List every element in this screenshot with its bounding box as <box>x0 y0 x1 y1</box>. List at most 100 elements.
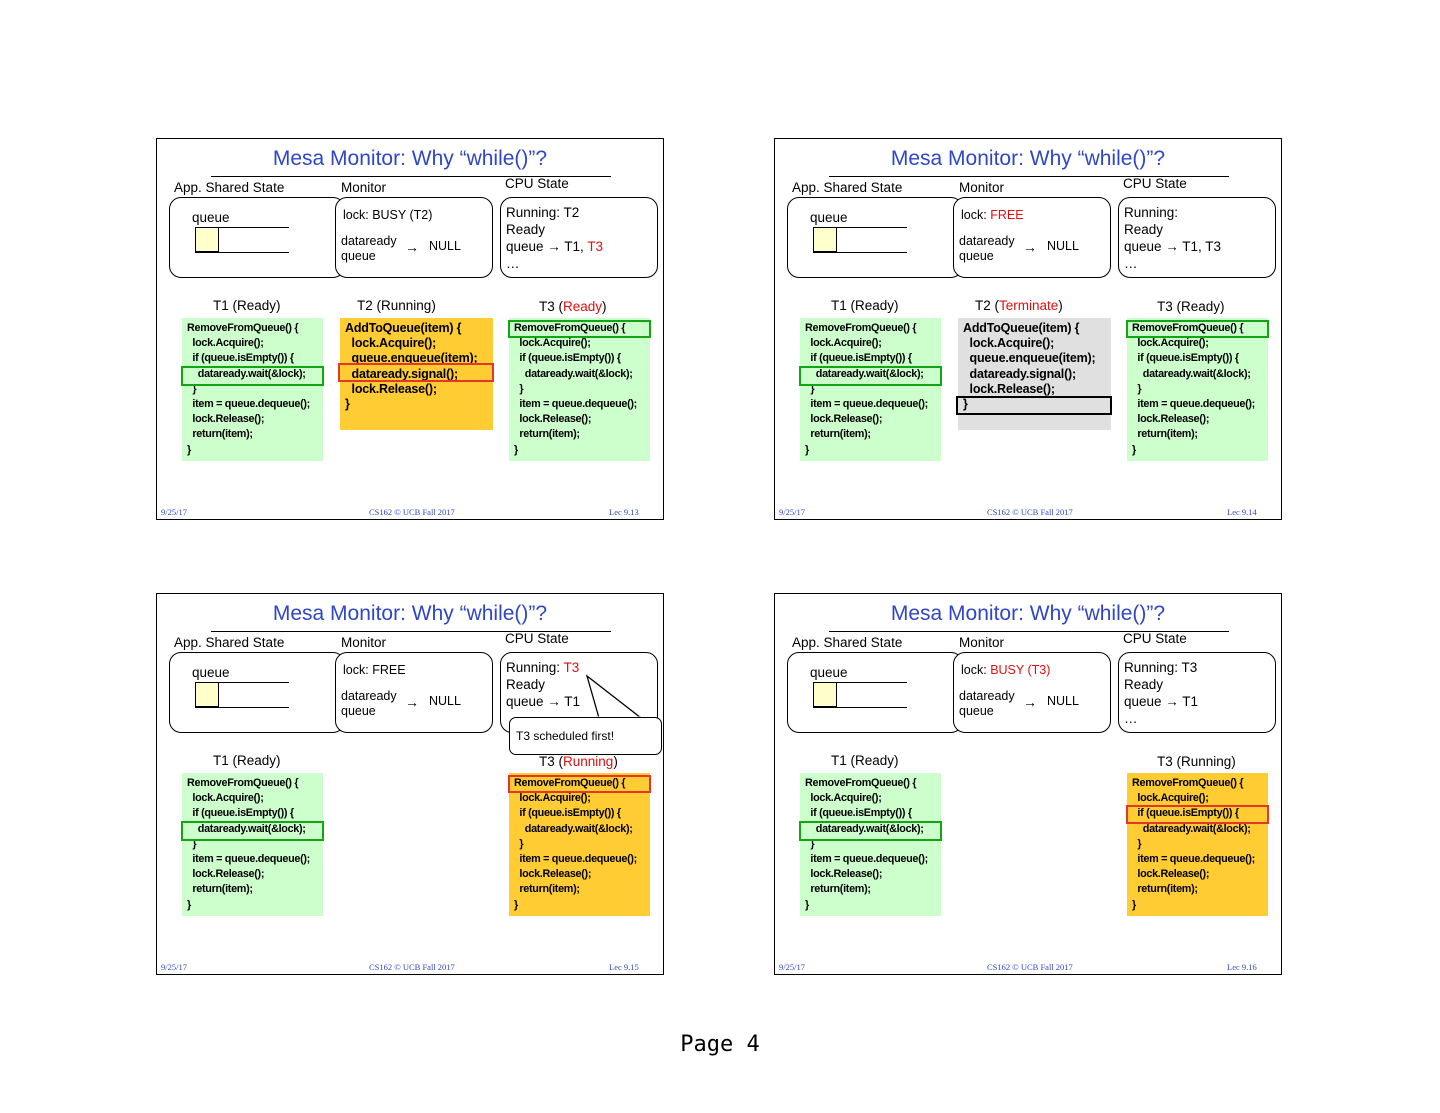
cpu-more: … <box>1124 256 1138 271</box>
lock-status: lock: BUSY (T3) <box>961 663 1050 677</box>
t3-code-block: RemoveFromQueue() { lock.Acquire(); if (… <box>1127 773 1268 916</box>
footer-date: 9/25/17 <box>161 962 187 972</box>
t3-prefix: T3 ( <box>539 299 564 314</box>
null-label: NULL <box>429 694 461 708</box>
shared-state-box: queue <box>169 197 345 278</box>
footer-lecture: Lec 9.16 <box>1227 962 1257 972</box>
lock-prefix: lock: <box>961 208 991 222</box>
t3-state: Running <box>563 754 614 769</box>
t3-prefix: T3 ( <box>539 754 564 769</box>
t3-code-block: RemoveFromQueue() { lock.Acquire(); if (… <box>509 773 650 916</box>
t3-label: T3 (Ready) <box>539 299 607 314</box>
queue-bottom-line <box>813 252 907 253</box>
shared-state-label: App. Shared State <box>174 180 285 195</box>
slide-title: Mesa Monitor: Why “while()”? <box>890 147 1166 170</box>
t2-prefix: T2 ( <box>975 298 1000 313</box>
cpu-more: … <box>1124 711 1138 726</box>
t3-suffix: ) <box>602 299 607 314</box>
cpu-state-label: CPU State <box>505 631 569 646</box>
dataready-queue-label: dataready queue <box>341 234 397 263</box>
cpu-running-highlight: T3 <box>563 660 580 675</box>
t3-isempty-highlight <box>1126 805 1269 824</box>
t2-state: Running <box>381 298 432 313</box>
t1-label: T1 (Ready) <box>213 753 281 768</box>
footer-lecture: Lec 9.13 <box>609 507 639 517</box>
lock-status: lock: FREE <box>343 663 406 677</box>
t3-label: T3 (Running) <box>539 754 618 769</box>
t3-code-block: RemoveFromQueue() { lock.Acquire(); if (… <box>1127 318 1268 461</box>
cpu-state-label: CPU State <box>505 176 569 191</box>
t1-label: T1 (Ready) <box>213 298 281 313</box>
monitor-label: Monitor <box>959 635 1005 650</box>
t2-end-highlight <box>956 396 1112 415</box>
title-underline <box>829 176 1229 177</box>
shared-state-label: App. Shared State <box>792 635 903 650</box>
footer-course: CS162 © UCB Fall 2017 <box>369 507 455 517</box>
cpu-queue: queue → T1 <box>506 694 581 709</box>
cpu-state-text: Running: T3 Ready queue → T1 … <box>1124 659 1198 727</box>
cpu-state-box: Running: Ready queue → T1, T3 … <box>1118 197 1276 278</box>
null-label: NULL <box>1047 694 1079 708</box>
t1-code-block: RemoveFromQueue() { lock.Acquire(); if (… <box>182 318 323 461</box>
queue-item-cell <box>813 682 837 707</box>
slide-3: Mesa Monitor: Why “while()”? App. Shared… <box>156 593 664 975</box>
monitor-label: Monitor <box>341 180 387 195</box>
arrow-icon: → <box>405 694 419 710</box>
cpu-state-box: Running: T3 Ready queue → T1 … <box>1118 652 1276 733</box>
monitor-label: Monitor <box>959 180 1005 195</box>
lock-status: lock: FREE <box>961 208 1024 222</box>
t1-label: T1 (Ready) <box>831 298 899 313</box>
queue-top-line <box>195 227 289 228</box>
footer-date: 9/25/17 <box>779 962 805 972</box>
queue-top-line <box>813 227 907 228</box>
queue-item-cell <box>195 227 219 252</box>
footer-lecture: Lec 9.14 <box>1227 507 1257 517</box>
queue-label: queue <box>810 210 848 225</box>
t2-code-block: AddToQueue(item) { lock.Acquire(); queue… <box>340 318 493 430</box>
monitor-box: lock: BUSY (T2) dataready queue → NULL <box>335 197 493 278</box>
t1-wait-highlight <box>799 821 942 841</box>
t2-label: T2 (Terminate) <box>975 298 1063 313</box>
queue-item-cell <box>813 227 837 252</box>
cpu-queue: queue → T1 <box>1124 694 1199 709</box>
lock-value: BUSY (T2) <box>372 208 433 222</box>
monitor-label: Monitor <box>341 635 387 650</box>
t2-label: T2 (Running) <box>357 298 436 313</box>
monitor-box: lock: BUSY (T3) dataready queue → NULL <box>953 652 1111 733</box>
t1-wait-highlight <box>181 821 324 841</box>
queue-bottom-line <box>195 252 289 253</box>
dataready-queue-label: dataready queue <box>959 234 1015 263</box>
cpu-ready: Ready <box>1124 222 1164 237</box>
shared-state-label: App. Shared State <box>792 180 903 195</box>
null-label: NULL <box>1047 239 1079 253</box>
arrow-icon: → <box>405 239 419 255</box>
dataready-queue-label: dataready queue <box>341 689 397 718</box>
cpu-state-text: Running: T2 Ready queue → T1, T3 … <box>506 204 603 272</box>
t3-label: T3 (Ready) <box>1157 299 1225 314</box>
callout-bubble: T3 scheduled first! <box>509 717 662 755</box>
cpu-state-text: Running: Ready queue → T1, T3 … <box>1124 204 1221 272</box>
t2-prefix: T2 ( <box>357 298 382 313</box>
cpu-queue-highlight: T3 <box>587 239 604 254</box>
t3-label: T3 (Running) <box>1157 754 1236 769</box>
slide-title: Mesa Monitor: Why “while()”? <box>272 602 548 625</box>
footer-date: 9/25/17 <box>161 507 187 517</box>
cpu-queue: queue → T1, T3 <box>1124 239 1222 254</box>
monitor-box: lock: FREE dataready queue → NULL <box>953 197 1111 278</box>
slide-2: Mesa Monitor: Why “while()”? App. Shared… <box>774 138 1282 520</box>
lock-value: BUSY (T3) <box>990 663 1051 677</box>
title-underline <box>211 176 611 177</box>
footer-course: CS162 © UCB Fall 2017 <box>987 507 1073 517</box>
queue-item-cell <box>195 682 219 707</box>
queue-bottom-line <box>813 707 907 708</box>
footer-date: 9/25/17 <box>779 507 805 517</box>
slide-4: Mesa Monitor: Why “while()”? App. Shared… <box>774 593 1282 975</box>
cpu-state-label: CPU State <box>1123 631 1187 646</box>
lock-value: FREE <box>990 208 1024 222</box>
cpu-running: Running: T3 <box>1124 660 1198 675</box>
t2-suffix: ) <box>1058 298 1063 313</box>
cpu-more: … <box>506 256 520 271</box>
t1-wait-highlight <box>181 366 324 386</box>
slide-title: Mesa Monitor: Why “while()”? <box>272 147 548 170</box>
queue-top-line <box>813 682 907 683</box>
